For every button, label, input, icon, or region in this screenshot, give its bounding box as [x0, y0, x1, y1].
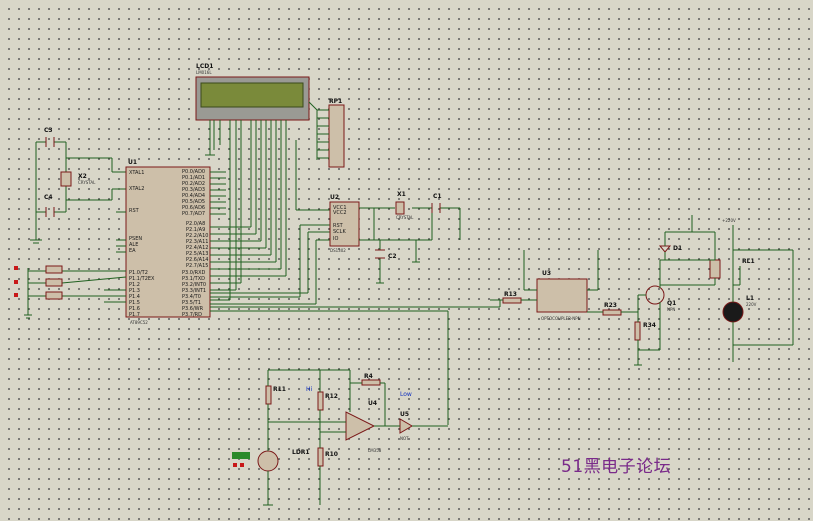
ac-label: +220V — [722, 218, 736, 223]
r4-ref: R4 — [364, 373, 373, 380]
svg-text:ALE: ALE — [129, 242, 138, 248]
svg-text:P1.7: P1.7 — [129, 312, 140, 318]
watermark-text: 51黑电子论坛 — [561, 457, 672, 477]
x2-model: CRYSTAL — [78, 180, 96, 185]
c2-ref: C2 — [388, 253, 397, 260]
svg-text:P0.3/AD3: P0.3/AD3 — [182, 187, 205, 193]
u5-model: NOT — [400, 436, 409, 441]
d1-ref: D1 — [673, 245, 682, 252]
c1-ref: C1 — [433, 193, 442, 200]
svg-text:P2.1/A9: P2.1/A9 — [186, 227, 205, 233]
q1-model: NPN — [667, 307, 675, 312]
ldr-comparator[interactable]: R11 R12 R10 LDR1 R4 U4 LM358 U5 NOT Hi L… — [232, 369, 448, 506]
u4-model: LM358 — [368, 448, 382, 453]
r23-ref: R23 — [604, 302, 617, 309]
svg-text:P3.1/TXD: P3.1/TXD — [182, 276, 205, 282]
u4-ref: U4 — [368, 400, 377, 407]
lcd-module[interactable]: LCD1 LM016L — [195, 63, 310, 300]
output-stage[interactable]: U3 OPTOCOUPLER-NPN R13 R23 R34 Q1 NPN D1… — [490, 215, 794, 366]
ldr-ref: LDR1 — [292, 449, 310, 456]
svg-text:P2.7/A15: P2.7/A15 — [186, 263, 208, 269]
svg-text:RST: RST — [129, 208, 140, 214]
c4-ref: C4 — [44, 194, 53, 201]
rtc-model: DS1302 — [330, 248, 346, 253]
svg-text:P0.0/AD0: P0.0/AD0 — [182, 169, 205, 175]
svg-text:P2.2/A10: P2.2/A10 — [186, 233, 208, 239]
svg-text:P1.3: P1.3 — [129, 288, 140, 294]
svg-text:P1.5: P1.5 — [129, 300, 140, 306]
svg-text:IO: IO — [333, 236, 338, 242]
lcd-ref: LCD1 — [196, 63, 213, 70]
svg-text:XTAL2: XTAL2 — [129, 186, 144, 192]
svg-text:P1.2: P1.2 — [129, 282, 140, 288]
svg-text:P3.6/WR: P3.6/WR — [182, 306, 204, 312]
mcu-model: AT89C52 — [130, 320, 148, 325]
svg-text:P0.5/AD5: P0.5/AD5 — [182, 199, 205, 205]
probe-2: Low — [400, 391, 412, 398]
svg-text:P0.6/AD6: P0.6/AD6 — [182, 205, 205, 211]
x1-ref: X1 — [397, 191, 406, 198]
svg-text:P1.4: P1.4 — [129, 294, 140, 300]
c3-ref: C3 — [44, 127, 53, 134]
svg-text:PSEN: PSEN — [129, 236, 142, 242]
svg-text:VCC1: VCC1 — [333, 205, 347, 211]
l1-model: 220V — [746, 302, 757, 307]
svg-text:P3.3/INT1: P3.3/INT1 — [182, 288, 206, 294]
r34-ref: R34 — [643, 322, 656, 329]
l1-ref: L1 — [746, 295, 754, 302]
svg-text:P3.2/INT0: P3.2/INT0 — [182, 282, 206, 288]
svg-text:P2.0/A8: P2.0/A8 — [186, 221, 205, 227]
svg-text:P2.6/A14: P2.6/A14 — [186, 257, 208, 263]
rtc-ref: U2 — [330, 194, 339, 201]
svg-text:VCC2: VCC2 — [333, 210, 347, 216]
svg-text:P0.7/AD7: P0.7/AD7 — [182, 211, 205, 217]
x1-model: CRYSTAL — [396, 215, 414, 220]
svg-text:P2.3/A11: P2.3/A11 — [186, 239, 208, 245]
resistor-pack-rp1[interactable]: RP1 — [308, 98, 345, 168]
svg-text:P0.4/AD4: P0.4/AD4 — [182, 193, 205, 199]
q1-ref: Q1 — [667, 300, 676, 307]
r12-ref: R12 — [325, 393, 338, 400]
svg-text:P0.1/AD1: P0.1/AD1 — [182, 175, 205, 181]
r13-ref: R13 — [504, 291, 517, 298]
u3-ref: U3 — [542, 270, 551, 277]
svg-text:P3.0/RXD: P3.0/RXD — [182, 270, 206, 276]
u3-model: OPTOCOUPLER-NPN — [541, 316, 581, 321]
svg-text:P1.0/T2: P1.0/T2 — [129, 270, 148, 276]
u5-ref: U5 — [400, 411, 409, 418]
x2-ref: X2 — [78, 173, 87, 180]
mcu-ref: U1 — [128, 159, 137, 166]
svg-text:P3.5/T1: P3.5/T1 — [182, 300, 201, 306]
svg-text:EA: EA — [129, 248, 136, 254]
push-buttons[interactable] — [14, 265, 127, 319]
svg-text:P0.2/AD2: P0.2/AD2 — [182, 181, 205, 187]
lcd-model: LM016L — [196, 70, 212, 75]
svg-text:P1.6: P1.6 — [129, 306, 140, 312]
r11-ref: R11 — [273, 386, 286, 393]
rp1-ref: RP1 — [329, 98, 342, 105]
probe-1: Hi — [306, 386, 313, 393]
svg-text:P2.4/A12: P2.4/A12 — [186, 245, 208, 251]
crystal-x2-circuit[interactable]: C3 C4 X2 CRYSTAL — [30, 127, 126, 244]
svg-text:P2.5/A13: P2.5/A13 — [186, 251, 208, 257]
svg-text:XTAL1: XTAL1 — [129, 170, 144, 176]
rl1-ref: RL1 — [742, 258, 755, 265]
svg-text:SCLK: SCLK — [333, 229, 346, 235]
r10-ref: R10 — [325, 451, 338, 458]
svg-text:P3.7/RD: P3.7/RD — [182, 312, 202, 318]
svg-text:P3.4/T0: P3.4/T0 — [182, 294, 201, 300]
svg-text:P1.1/T2EX: P1.1/T2EX — [129, 276, 155, 282]
svg-text:RST: RST — [333, 223, 344, 229]
